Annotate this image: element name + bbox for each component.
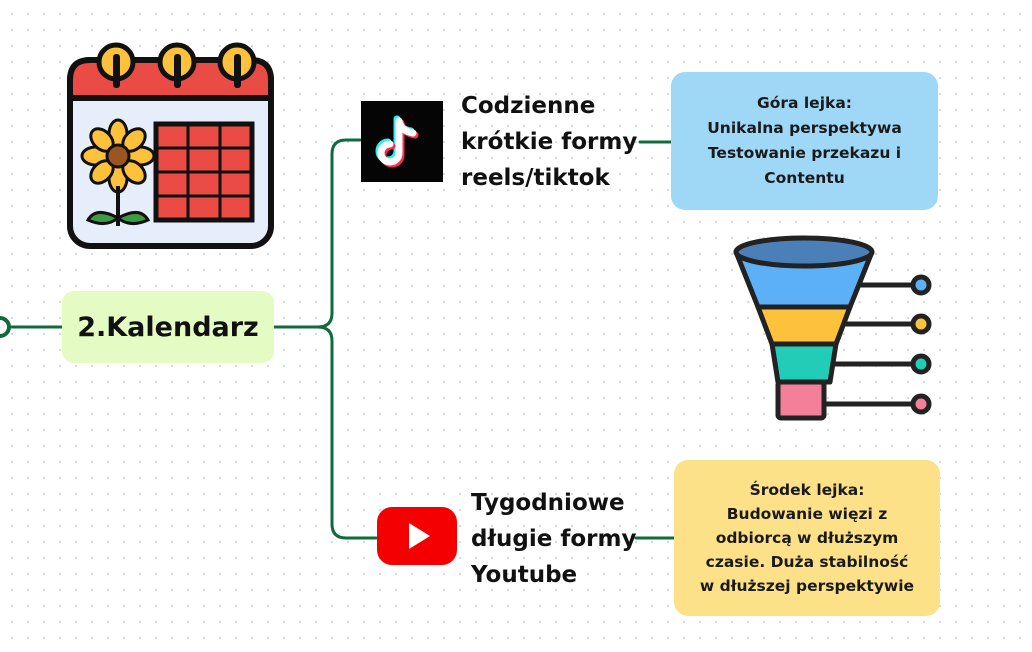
branch-text-tiktok: Codzienne krótkie formy reels/tiktok xyxy=(461,88,637,196)
note-line: Unikalna perspektywa xyxy=(707,119,902,137)
branch-text-line: Codzienne xyxy=(461,93,596,119)
branch-text-line: krótkie formy xyxy=(461,129,638,155)
branch-text-line: Tygodniowe xyxy=(471,490,625,516)
youtube-icon xyxy=(377,507,457,565)
note-line: Góra lejka: xyxy=(757,94,852,112)
branch-text-line: Youtube xyxy=(471,562,578,588)
note-top-funnel: Góra lejka: Unikalna perspektywa Testowa… xyxy=(671,72,938,210)
main-node: 2.Kalendarz xyxy=(62,291,274,363)
note-line: w dłuższej perspektywie xyxy=(699,577,915,595)
note-line: czasie. Duża stabilność xyxy=(705,553,909,571)
branch-text-line: długie formy xyxy=(471,526,637,552)
branch-text-youtube: Tygodniowe długie formy Youtube xyxy=(471,485,636,593)
main-node-label: 2.Kalendarz xyxy=(77,311,259,343)
tiktok-icon xyxy=(361,101,443,182)
root-connector-node xyxy=(0,316,11,338)
connector-main-to-branches xyxy=(272,138,378,540)
note-line: Środek lejka: xyxy=(749,481,865,499)
branch-text-line: reels/tiktok xyxy=(461,165,610,191)
note-line: odbiorcą w dłuższym xyxy=(715,529,899,547)
note-line: Contentu xyxy=(764,169,845,187)
note-line: Testowanie przekazu i xyxy=(707,144,902,162)
sales-funnel-icon xyxy=(733,235,932,421)
note-line: Budowanie więzi z xyxy=(726,505,888,523)
note-middle-funnel: Środek lejka: Budowanie więzi z odbiorcą… xyxy=(674,460,940,616)
calendar-sunflower-icon xyxy=(67,42,274,249)
